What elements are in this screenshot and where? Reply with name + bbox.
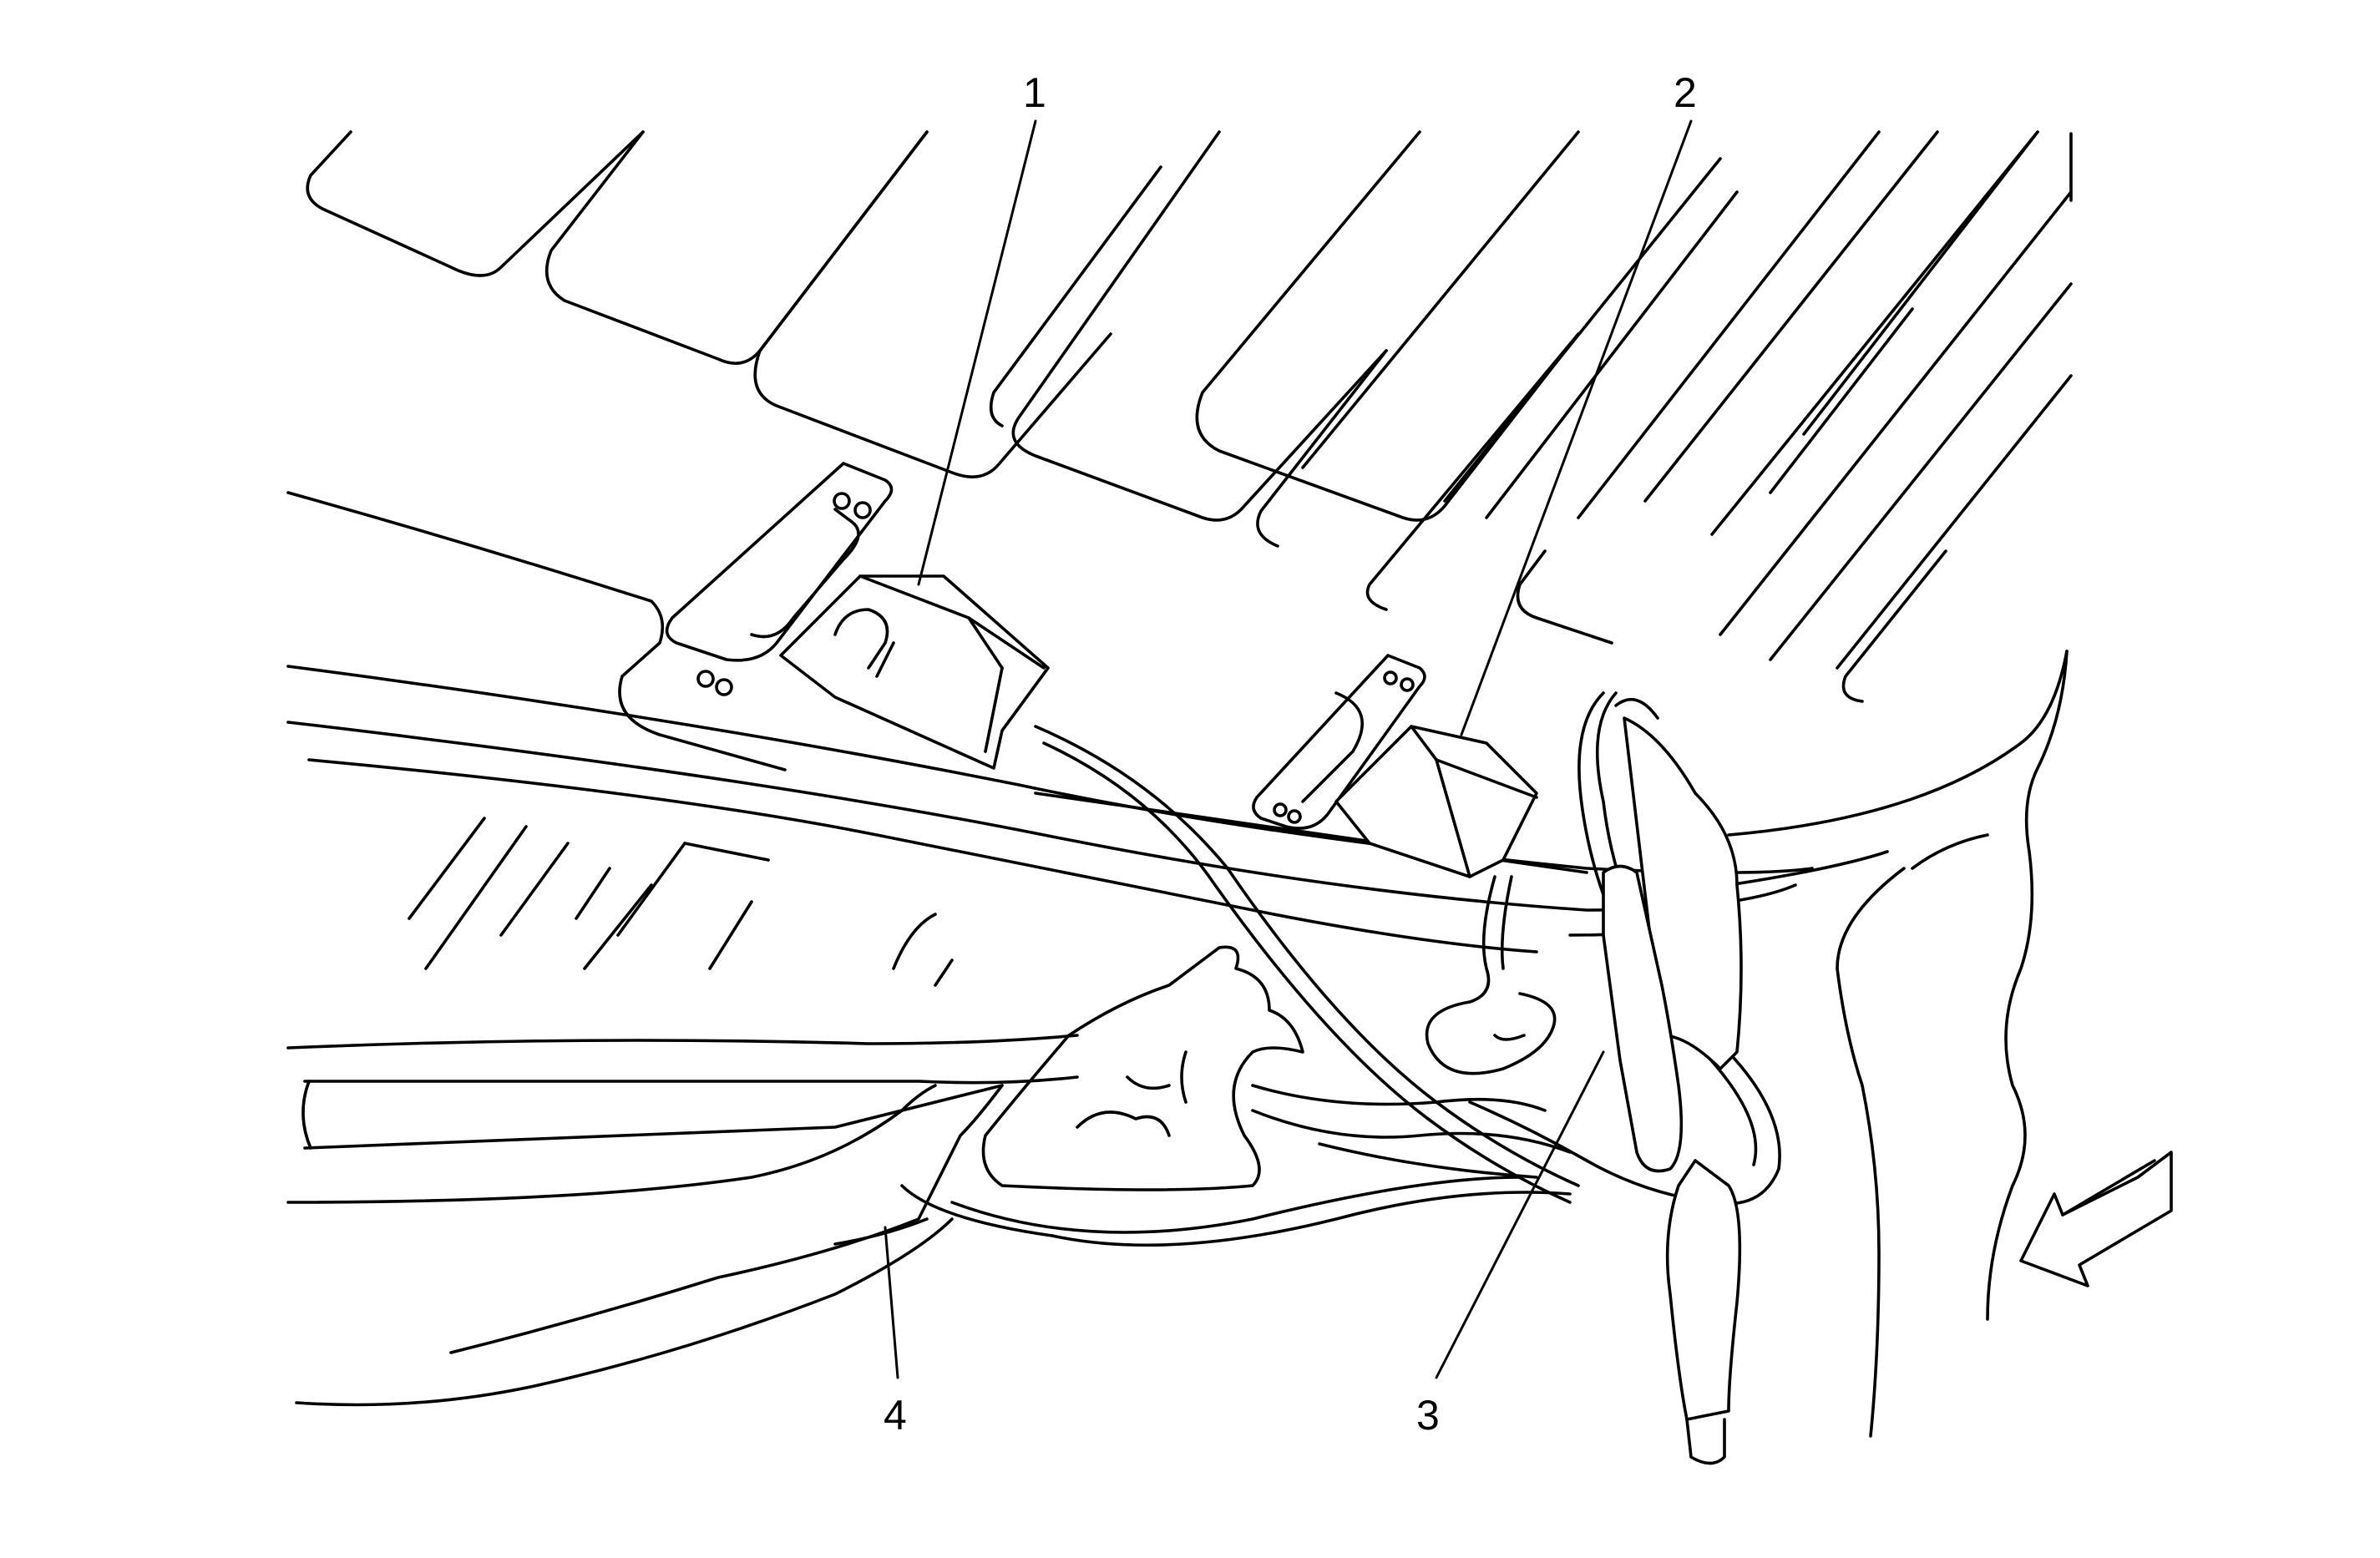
callout-1: 1 <box>1023 69 1046 116</box>
connector-1-assembly <box>665 462 1050 770</box>
leader-lines <box>884 119 1693 1379</box>
body-panel-edges <box>286 491 2069 954</box>
front-direction-arrow-icon <box>2019 1151 2173 1287</box>
wire-loop <box>1468 691 1781 1206</box>
callout-2: 2 <box>1674 69 1697 116</box>
fender-edge <box>1836 650 2069 1438</box>
connector-2-assembly <box>1252 654 1538 878</box>
roof-slats <box>306 130 2073 703</box>
protective-sleeve <box>1602 864 1742 1465</box>
wire-harness <box>1034 725 1580 1204</box>
lower-trim-hatching <box>408 817 954 987</box>
hose-bundle <box>286 1034 1572 1407</box>
callout-4: 4 <box>884 1392 907 1439</box>
foam-tape <box>981 945 1304 1191</box>
callout-3: 3 <box>1416 1392 1440 1439</box>
